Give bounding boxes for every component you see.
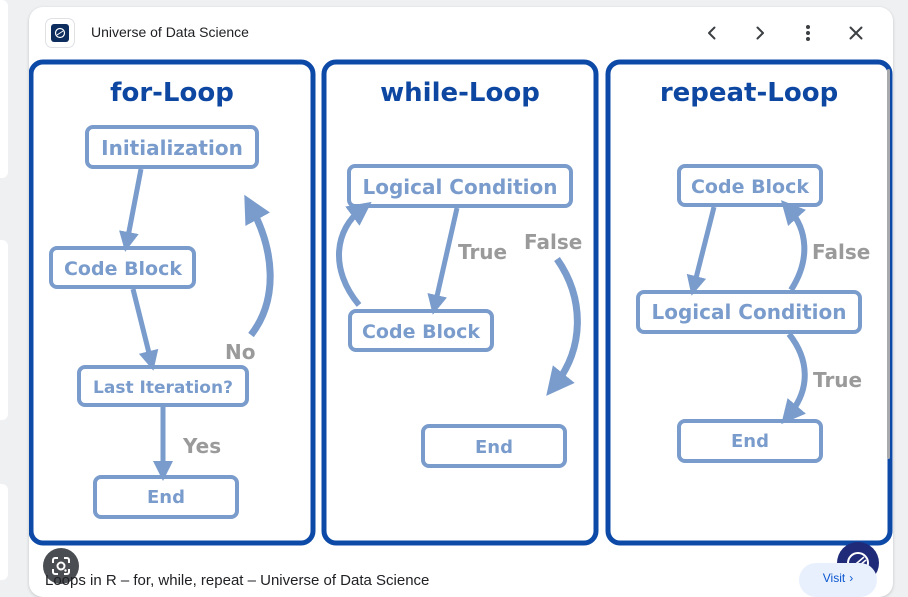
while-end-label: End bbox=[475, 437, 513, 458]
for-no-label: No bbox=[225, 340, 255, 364]
viewer-header: Universe of Data Science bbox=[29, 7, 893, 59]
while-arrow-condition-to-code bbox=[427, 207, 460, 315]
while-loop-frame bbox=[321, 59, 599, 546]
more-vert-icon bbox=[806, 25, 810, 41]
repeat-false-label: False bbox=[812, 240, 870, 264]
left-edge-strip-middle bbox=[0, 240, 8, 420]
repeat-arrow-code-to-condition bbox=[686, 206, 717, 296]
for-loop-title: for-Loop bbox=[110, 78, 234, 108]
repeat-logical-condition-label: Logical Condition bbox=[651, 300, 846, 324]
left-edge-strip-bottom bbox=[0, 484, 8, 580]
repeat-logical-condition-box bbox=[636, 290, 862, 334]
previous-image-button[interactable] bbox=[698, 19, 726, 47]
for-arrow-code-to-last bbox=[130, 288, 159, 371]
repeat-code-block-box bbox=[677, 164, 823, 207]
next-image-button[interactable] bbox=[746, 19, 774, 47]
for-arrow-loop-back bbox=[244, 194, 274, 338]
for-loop-frame bbox=[29, 59, 316, 546]
visit-button[interactable]: Visit › bbox=[799, 563, 877, 597]
while-arrow-false bbox=[546, 256, 581, 396]
image-viewer-panel: Universe of Data Science for-Loop bbox=[29, 7, 893, 597]
while-end-box bbox=[421, 424, 567, 468]
loops-diagram: for-Loop Initialization Code Block Last … bbox=[29, 59, 893, 546]
for-initialization-label: Initialization bbox=[101, 136, 243, 160]
while-logical-condition-label: Logical Condition bbox=[362, 175, 557, 199]
while-loop-title: while-Loop bbox=[380, 78, 540, 108]
left-edge-strip-top bbox=[0, 0, 8, 178]
image-caption[interactable]: Loops in R – for, while, repeat – Univer… bbox=[45, 572, 430, 589]
image-scrollbar[interactable] bbox=[887, 69, 890, 459]
repeat-arrow-true bbox=[781, 332, 808, 425]
more-options-button[interactable] bbox=[794, 19, 822, 47]
visit-label: Visit bbox=[822, 571, 846, 585]
chevron-right-icon bbox=[756, 26, 764, 40]
while-code-block-label: Code Block bbox=[362, 321, 480, 343]
while-code-block-box bbox=[348, 309, 494, 352]
while-false-label: False bbox=[524, 230, 582, 254]
while-arrow-loop-back bbox=[336, 201, 372, 307]
for-initialization-box bbox=[85, 125, 259, 169]
chevron-right-small-icon: › bbox=[849, 571, 854, 585]
site-name[interactable]: Universe of Data Science bbox=[91, 24, 249, 40]
while-true-label: True bbox=[458, 240, 507, 264]
repeat-end-box bbox=[677, 419, 823, 463]
while-logical-condition-box bbox=[347, 164, 573, 208]
google-lens-icon bbox=[52, 557, 70, 575]
for-last-iteration-label: Last Iteration? bbox=[93, 378, 233, 398]
repeat-arrow-false-loop bbox=[780, 200, 808, 292]
for-yes-label: Yes bbox=[182, 434, 221, 458]
visual-search-button[interactable] bbox=[43, 548, 79, 584]
for-end-label: End bbox=[147, 487, 185, 508]
repeat-true-label: True bbox=[813, 368, 862, 392]
repeat-loop-title: repeat-Loop bbox=[660, 78, 838, 108]
for-last-iteration-box bbox=[77, 365, 249, 407]
chevron-left-icon bbox=[708, 26, 716, 40]
site-favicon[interactable] bbox=[46, 19, 74, 47]
for-arrow-init-to-code bbox=[119, 168, 144, 252]
close-viewer-button[interactable] bbox=[842, 19, 870, 47]
repeat-end-label: End bbox=[731, 431, 769, 452]
for-code-block-label: Code Block bbox=[64, 258, 182, 280]
close-icon bbox=[849, 26, 863, 40]
repeat-code-block-label: Code Block bbox=[691, 176, 809, 198]
site-favicon-icon bbox=[51, 24, 69, 42]
diagram-image[interactable]: for-Loop Initialization Code Block Last … bbox=[29, 59, 893, 584]
